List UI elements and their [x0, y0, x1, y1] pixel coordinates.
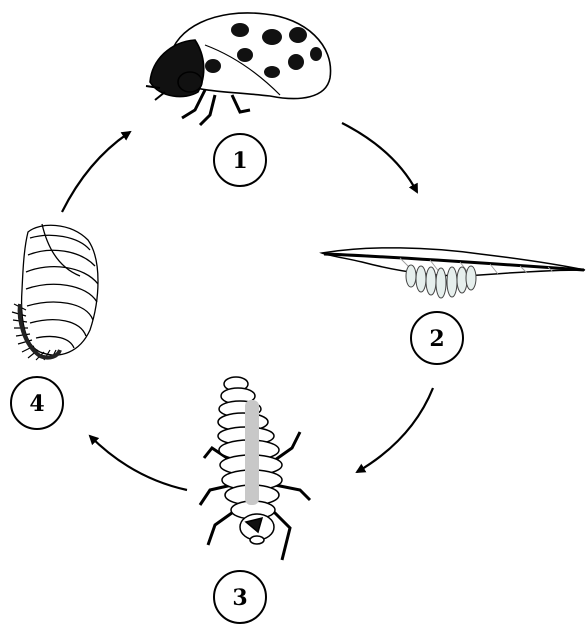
- arrow-4-to-1: [62, 132, 130, 212]
- stage-label-2: 2: [411, 312, 463, 364]
- stage-label-1: 1: [214, 134, 266, 186]
- stage-label-4: 4: [11, 377, 63, 429]
- arrow-2-to-3: [357, 388, 433, 472]
- ladybug-icon: [146, 13, 331, 125]
- larva-icon: [200, 377, 310, 560]
- stage-number-3: 3: [232, 585, 247, 611]
- stage-number-1: 1: [232, 148, 247, 174]
- leaf-eggs-icon: [322, 248, 585, 298]
- stage-label-3: 3: [214, 571, 266, 623]
- pupa-icon: [12, 224, 98, 360]
- arrow-1-to-2: [342, 123, 417, 192]
- stage-number-2: 2: [429, 326, 444, 352]
- arrow-3-to-4: [90, 436, 187, 490]
- stage-number-4: 4: [29, 391, 44, 417]
